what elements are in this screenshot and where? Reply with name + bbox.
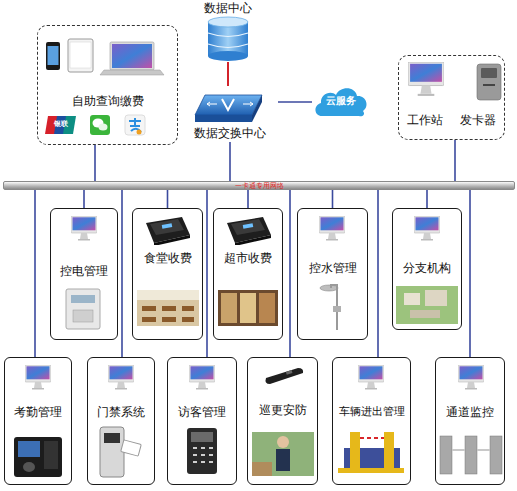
database-icon — [208, 33, 248, 48]
cloud-outline — [315, 88, 366, 116]
network-link — [377, 190, 379, 357]
node-label: 访客管理 — [178, 405, 226, 419]
subsystem-box: 控水管理 — [297, 208, 368, 340]
subsystem-box: 超市收费 — [213, 208, 283, 340]
network-link — [247, 190, 249, 208]
network-link — [94, 145, 96, 181]
database-node: 数据中心 — [200, 0, 256, 62]
subsystem-box: 控电管理 — [50, 208, 118, 340]
subsystem-box: 门禁系统 — [87, 357, 155, 485]
database-icon — [208, 17, 248, 27]
network-link — [332, 190, 334, 208]
network-link — [229, 142, 231, 181]
subsystem-box: 巡更安防 — [247, 357, 318, 485]
network-link — [227, 62, 229, 86]
node-label: 考勤管理 — [14, 405, 62, 419]
network-link — [83, 190, 85, 208]
subsystem-box: 通道监控 — [435, 357, 505, 485]
network-link — [34, 190, 36, 357]
database-icon — [208, 17, 248, 61]
node-label: 数据中心 — [204, 1, 252, 15]
database-icon — [208, 22, 248, 56]
subsystem-box: 访客管理 — [167, 357, 237, 485]
node-label: 控电管理 — [60, 264, 108, 278]
switch-icon — [195, 115, 252, 122]
cloud-node: 云服务 — [312, 84, 370, 118]
network-link — [454, 140, 456, 181]
node-label: 通道监控 — [446, 405, 494, 419]
subsystem-box: 食堂收费 — [132, 208, 203, 340]
subsystem-box: 分支机构 — [392, 208, 462, 330]
switch-icon — [252, 95, 262, 122]
subsystem-box: 车辆进出管理 — [332, 357, 411, 485]
node-label: 数据交换中心 — [194, 126, 266, 140]
node-label: 门禁系统 — [97, 405, 145, 419]
network-link — [289, 190, 291, 357]
network-link — [121, 190, 123, 357]
node-label: 食堂收费 — [144, 251, 192, 265]
switch-icon — [222, 99, 234, 110]
database-icon — [208, 51, 248, 61]
switch-icon — [195, 95, 262, 122]
network-label: 一卡通专用网络 — [235, 182, 284, 190]
switch-icon — [207, 103, 253, 104]
network-link — [278, 101, 312, 103]
network-bus-band: 一卡通专用网络 — [3, 181, 515, 190]
switch-icon — [195, 95, 262, 115]
node-label: 分支机构 — [403, 261, 451, 275]
payment-brand-label: 银联 — [44, 120, 78, 129]
network-link — [167, 190, 169, 208]
node-label: 发卡器 — [460, 113, 496, 127]
network-link — [206, 190, 208, 357]
switch-node: 数据交换中心 — [182, 86, 278, 142]
node-label: 超市收费 — [224, 251, 272, 265]
node-label: 巡更安防 — [259, 403, 307, 417]
network-link — [469, 190, 471, 357]
node-label: 云服务 — [326, 95, 356, 107]
node-label: 自助查询缴费 — [72, 94, 144, 108]
dashed-group-box: 工作站 发卡器 — [398, 55, 505, 140]
node-label: 控水管理 — [309, 261, 357, 275]
switch-icon — [207, 102, 253, 106]
node-label: 车辆进出管理 — [339, 405, 405, 418]
network-link — [426, 190, 428, 208]
subsystem-box: 考勤管理 — [4, 357, 72, 485]
node-label: 工作站 — [407, 113, 443, 127]
